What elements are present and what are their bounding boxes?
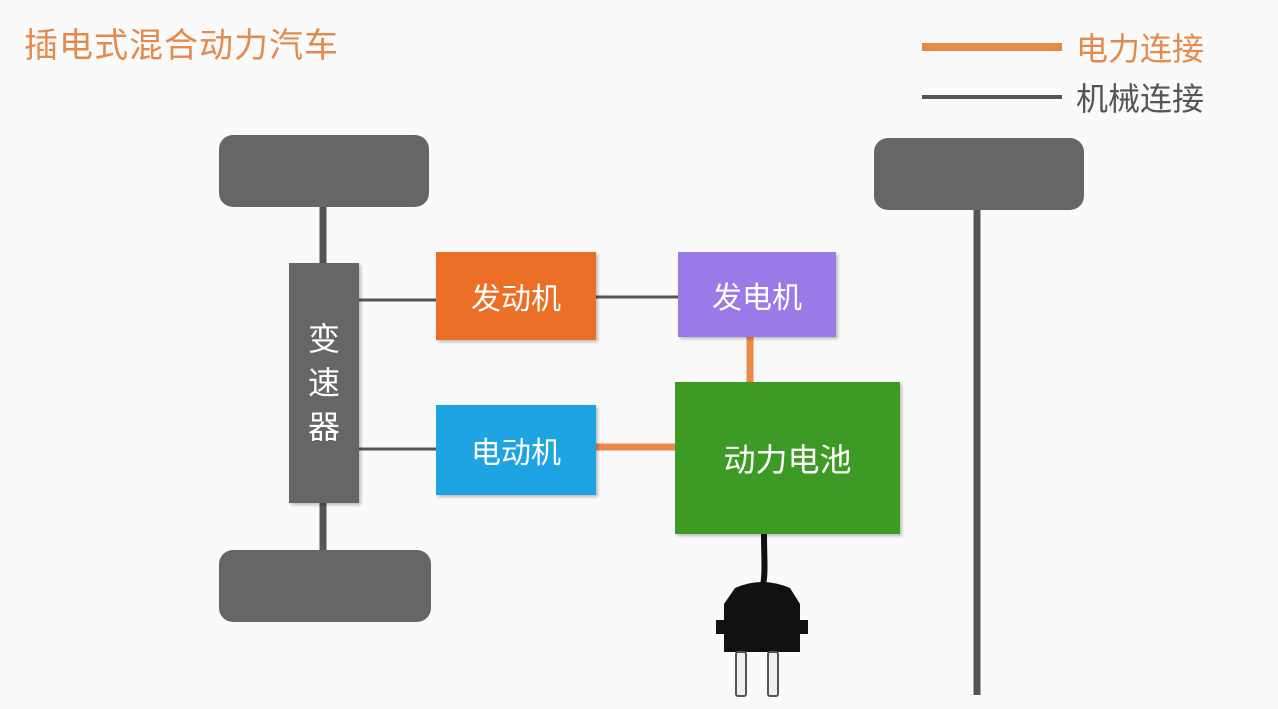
battery-label: 动力电池: [723, 441, 852, 479]
rear-wheel-top: [874, 138, 1084, 210]
motor-box: 电动机: [436, 405, 596, 495]
generator-label: 发电机: [712, 280, 802, 316]
motor-label: 电动机: [471, 436, 561, 471]
battery-box: 动力电池: [675, 382, 900, 534]
diagram-title: 插电式混合动力汽车: [24, 26, 339, 66]
generator-box: 发电机: [678, 252, 836, 337]
transmission-char-3: 器: [307, 408, 340, 446]
engine-label: 发动机: [471, 282, 561, 317]
legend-electric: 电力连接: [922, 24, 1204, 70]
mechanical-line-swatch: [922, 95, 1062, 99]
front-wheel-top: [219, 135, 429, 207]
electric-line-swatch: [922, 43, 1062, 51]
transmission-char-2: 速: [307, 364, 340, 402]
engine-box: 发动机: [436, 252, 596, 340]
plug-icon: [716, 582, 808, 697]
front-wheel-bottom: [219, 550, 431, 622]
legend-electric-label: 电力连接: [1076, 30, 1205, 68]
transmission-char-1: 变: [307, 320, 340, 358]
transmission-box: 变 速 器: [289, 263, 359, 503]
legend-mechanical-label: 机械连接: [1076, 80, 1205, 118]
plug-cable: [759, 533, 768, 591]
legend-mechanical: 机械连接: [922, 74, 1204, 120]
